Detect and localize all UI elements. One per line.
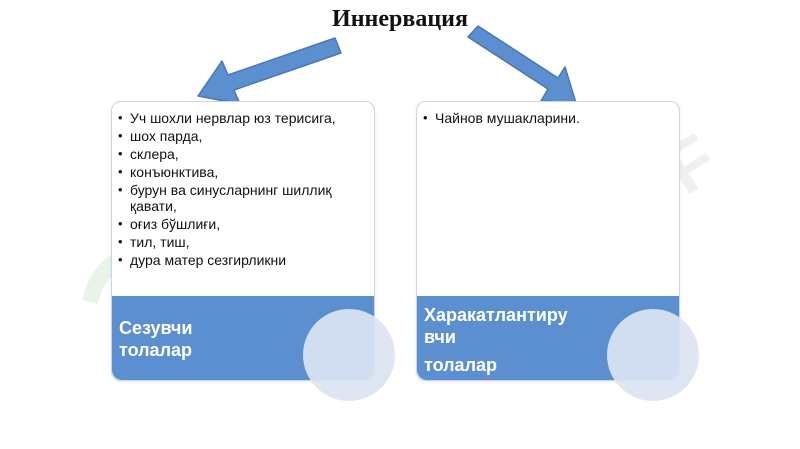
sensory-items-list: Уч шохли нервлар юз терисига, шох парда,… (118, 110, 364, 268)
list-item: дура матер сезгирликни (118, 252, 364, 268)
motor-items-list: Чайнов мушакларини. (423, 110, 669, 126)
label-line: толалар (119, 340, 193, 360)
list-item: склера, (118, 146, 364, 162)
motor-fibers-label: Харакатлантиру вчи толалар (424, 304, 614, 376)
label-line: толалар (424, 355, 498, 375)
label-line: вчи (424, 327, 456, 347)
list-item: Чайнов мушакларини. (423, 110, 669, 126)
motor-items-panel: Чайнов мушакларини. (417, 102, 679, 296)
list-item: тил, тиш, (118, 234, 364, 250)
arrow-to-sensory (197, 37, 342, 105)
page-title: Иннервация (332, 6, 468, 32)
sensory-fibers-label: Сезувчи толалар (119, 317, 269, 361)
list-item: шох парда, (118, 128, 364, 144)
decorative-circle-left (303, 309, 395, 401)
arrow-to-motor (467, 25, 577, 104)
decorative-circle-right (607, 309, 699, 401)
label-line: Харакатлантиру (424, 305, 568, 325)
sensory-items-panel: Уч шохли нервлар юз терисига, шох парда,… (112, 102, 374, 296)
list-item: оғиз бўшлиғи, (118, 216, 364, 232)
label-line: Сезувчи (119, 318, 193, 338)
list-item: Уч шохли нервлар юз терисига, (118, 110, 364, 126)
list-item: бурун ва синусларнинг шиллиқ қавати, (118, 182, 364, 214)
list-item: конъюнктива, (118, 164, 364, 180)
